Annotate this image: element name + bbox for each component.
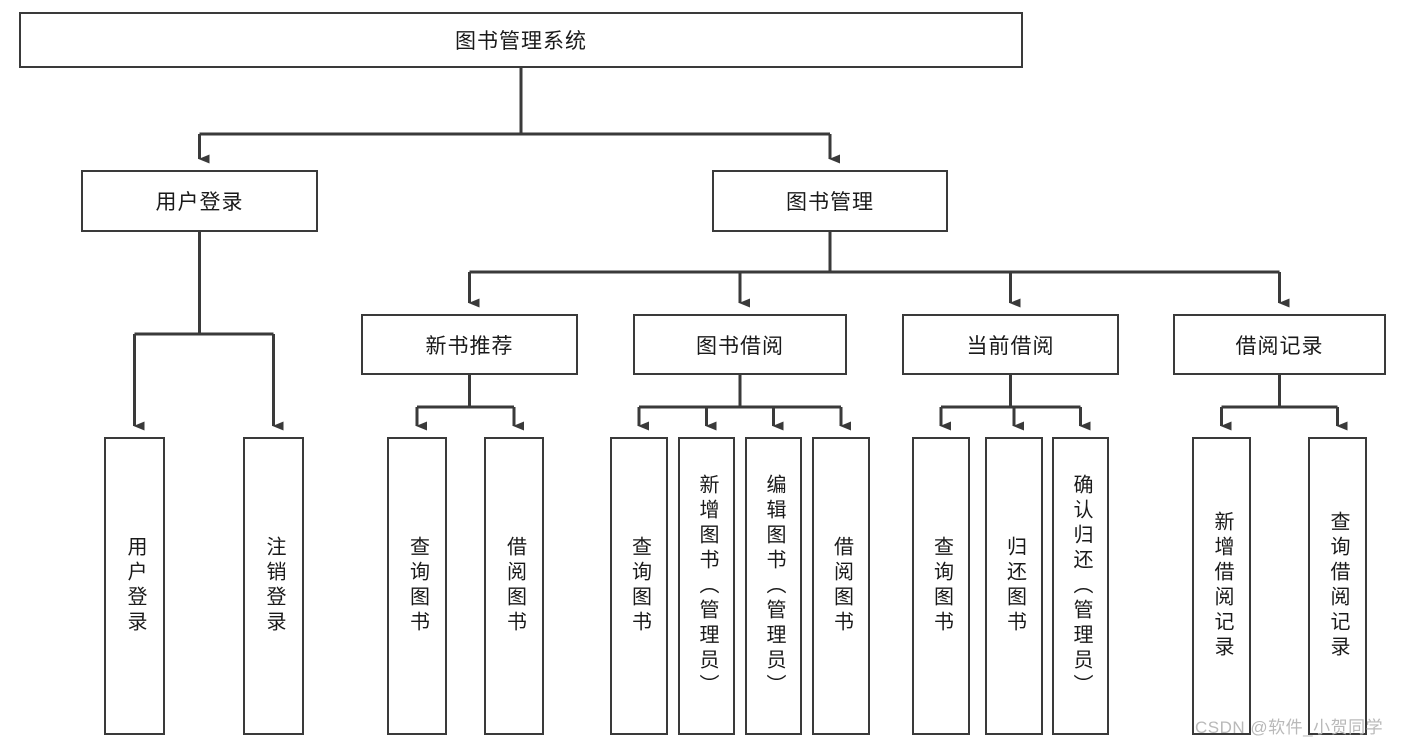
node-leaf_8[interactable]: 查询图书 [912,437,970,735]
node-label: 借阅图书 [503,536,526,636]
node-label: 查询图书 [930,536,953,636]
node-label: 查询借阅记录 [1327,511,1349,661]
node-label: 确认归还（管理员） [1070,473,1092,699]
node-label: 新书推荐 [425,334,514,358]
node-label: 新增图书（管理员） [696,473,718,699]
tree-connectors [133,68,1348,431]
node-label: 借阅图书 [830,536,853,636]
node-label: 用户登录 [155,191,244,214]
node-leaf_1[interactable]: 注销登录 [243,437,304,735]
node-leaf_11[interactable]: 新增借阅记录 [1192,437,1251,735]
node-label: 图书管理 [786,191,874,214]
node-leaf_12[interactable]: 查询借阅记录 [1308,437,1367,735]
node-leaf_4[interactable]: 查询图书 [610,437,668,735]
watermark-text: CSDN @软件_小贺同学 [1195,718,1384,737]
node-leaf_7[interactable]: 借阅图书 [812,437,870,735]
node-label: 用户登录 [124,536,146,636]
node-l2_2[interactable]: 当前借阅 [902,314,1119,375]
node-root[interactable]: 图书管理系统 [19,12,1023,68]
node-l2_0[interactable]: 新书推荐 [361,314,578,375]
node-l2_3[interactable]: 借阅记录 [1173,314,1386,375]
node-leaf_10[interactable]: 确认归还（管理员） [1052,437,1109,735]
node-label: 图书借阅 [696,334,784,358]
node-leaf_6[interactable]: 编辑图书（管理员） [745,437,802,735]
node-leaf_3[interactable]: 借阅图书 [484,437,544,735]
node-leaf_9[interactable]: 归还图书 [985,437,1043,735]
node-leaf_5[interactable]: 新增图书（管理员） [678,437,735,735]
node-l1_1[interactable]: 图书管理 [712,170,948,232]
node-label: 注销登录 [263,536,285,636]
node-leaf_2[interactable]: 查询图书 [387,437,447,735]
node-l1_0[interactable]: 用户登录 [81,170,318,232]
node-label: 当前借阅 [966,334,1055,358]
node-label: 归还图书 [1003,536,1026,636]
node-l2_1[interactable]: 图书借阅 [633,314,847,375]
node-label: 借阅记录 [1235,334,1324,358]
node-label: 编辑图书（管理员） [763,473,785,699]
node-leaf_0[interactable]: 用户登录 [104,437,165,735]
node-label: 查询图书 [406,536,429,636]
node-label: 查询图书 [628,536,651,636]
node-label: 图书管理系统 [455,30,587,53]
node-label: 新增借阅记录 [1211,511,1233,661]
